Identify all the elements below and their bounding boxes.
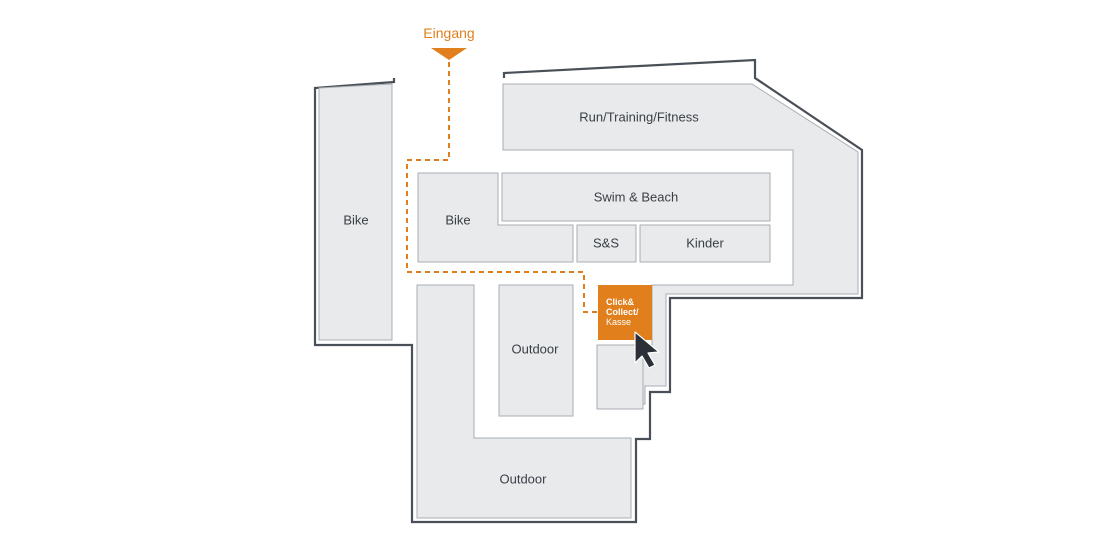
label-kinder: Kinder [686,235,724,250]
label-bike-center: Bike [445,212,470,227]
zone-outdoor-bottom[interactable] [416,284,632,519]
route-path [406,62,597,313]
zone-bike-left[interactable] [318,83,393,341]
label-outdoor-middle: Outdoor [512,341,560,356]
zone-kinder[interactable] [639,224,771,263]
label-ss: S&S [593,235,619,250]
label-run-training-fitness: Run/Training/Fitness [579,109,699,124]
mouse-pointer-icon [634,331,660,369]
label-swim-beach: Swim & Beach [594,189,679,204]
click-collect-box[interactable] [598,285,652,340]
zone-swim-beach[interactable] [501,172,771,222]
zone-ss[interactable] [576,224,637,263]
label-bike-left: Bike [343,212,368,227]
triangle-down-icon [431,48,467,60]
click-collect-line1: Click& [606,297,635,307]
building-outline-left [313,58,864,524]
entrance-label: Eingang [423,25,474,41]
click-collect-line2: Collect/ [606,307,639,317]
label-outdoor-bottom: Outdoor [500,471,548,486]
zone-bike-center[interactable] [417,172,574,263]
zone-outdoor-middle[interactable] [498,284,574,417]
click-collect-line3: Kasse [606,317,631,327]
